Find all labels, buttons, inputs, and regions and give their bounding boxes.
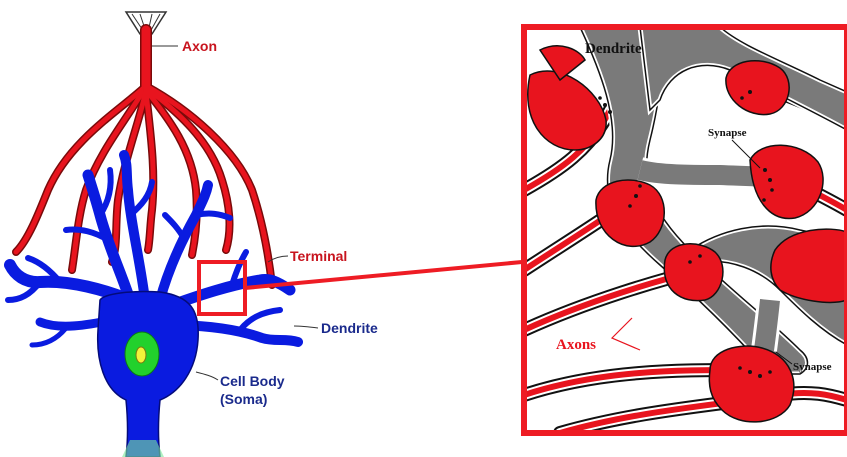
dendrite-leader	[294, 326, 318, 328]
axon-label: Axon	[182, 38, 217, 54]
terminal-label: Terminal	[290, 248, 347, 264]
soma-leader	[196, 372, 218, 380]
nucleolus	[136, 347, 146, 363]
cell-body-label: Cell Body	[220, 373, 285, 389]
zoom-connector	[245, 262, 522, 288]
neuron: Axon Terminal Dendrite Cell Body (Soma)	[8, 12, 522, 457]
inset-dendrite-label: Dendrite	[585, 41, 642, 57]
soma-label: (Soma)	[220, 391, 267, 407]
inset-synapse-top-label: Synapse	[708, 127, 747, 139]
dendrite-label: Dendrite	[321, 320, 378, 336]
inset-axons-label: Axons	[556, 337, 596, 353]
inset-synapse-bottom-label: Synapse	[793, 361, 832, 373]
axon-branches-fill	[16, 30, 272, 285]
synapse-inset: Dendrite Synapse Synapse Axons	[524, 27, 847, 433]
